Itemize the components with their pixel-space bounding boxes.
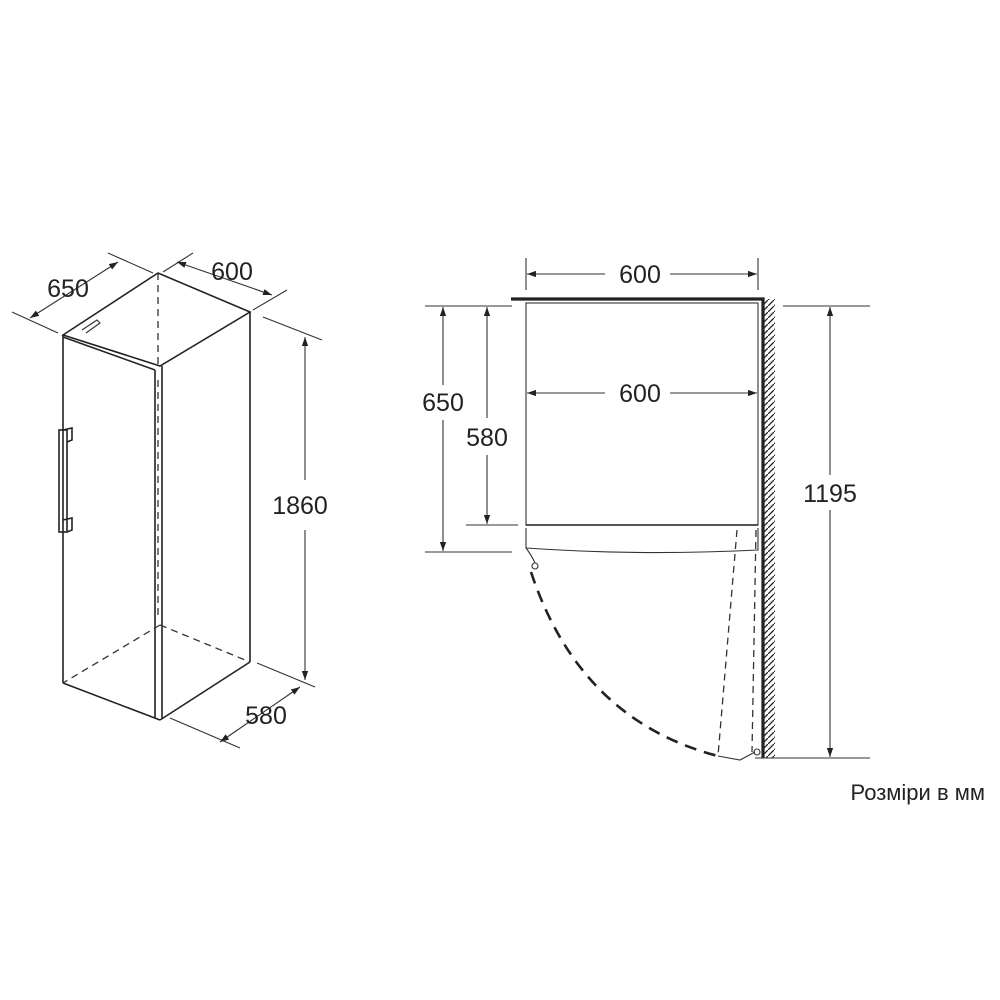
- depth-with-door-label: 650: [422, 389, 464, 417]
- fridge-top-view: [425, 258, 870, 761]
- door-swing-arc: [529, 571, 719, 758]
- depth-label-650: 650: [47, 275, 89, 303]
- width-label-600: 600: [211, 258, 253, 286]
- units-caption: Розміри в мм: [851, 780, 985, 805]
- door-handle-icon: [58, 427, 73, 533]
- wall: [511, 297, 765, 758]
- depth-label-580: 580: [245, 702, 287, 730]
- depth-without-door-label: 580: [466, 424, 508, 452]
- door: [525, 528, 759, 554]
- cabinet-outline: [525, 302, 759, 526]
- top-vent: [81, 319, 101, 334]
- wall-hatch: [763, 299, 775, 758]
- fridge-perspective: [11, 252, 323, 749]
- door-open-clearance-label: 1195: [803, 480, 857, 508]
- top-face: [61, 272, 252, 367]
- overall-width-label: 600: [619, 261, 661, 289]
- inner-width-label: 600: [619, 380, 661, 408]
- height-label-1860: 1860: [272, 492, 328, 520]
